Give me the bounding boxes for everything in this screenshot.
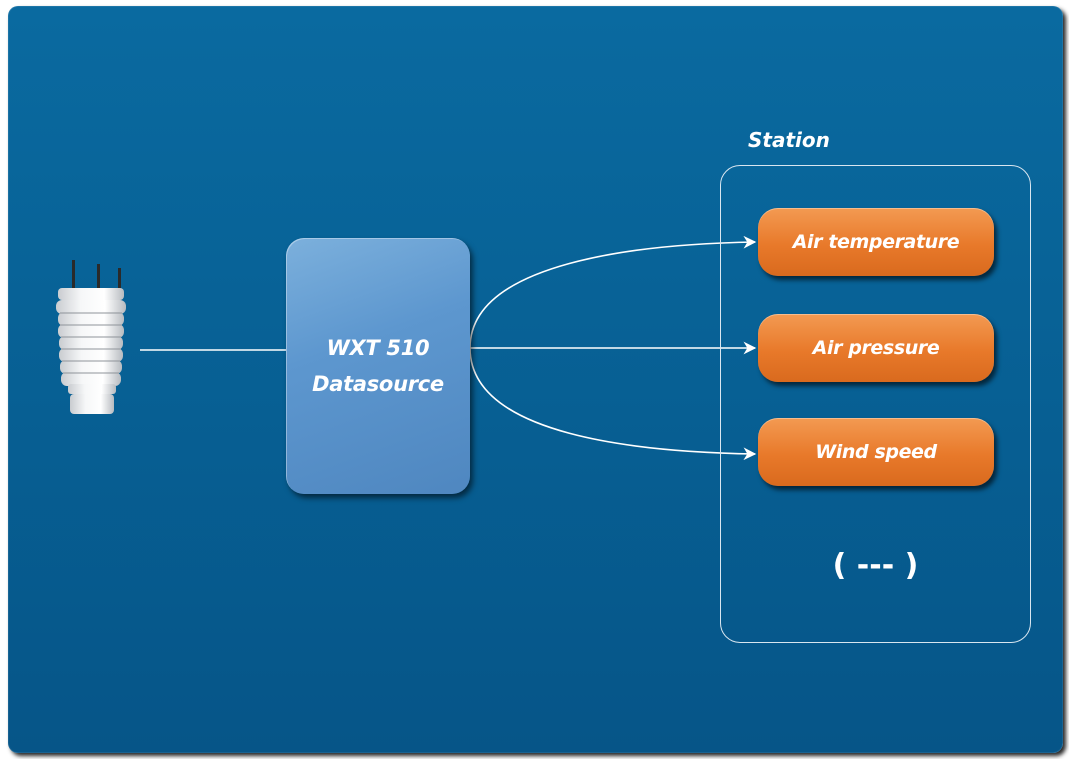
weather-sensor-icon: [52, 260, 132, 420]
datasource-box: WXT 510 Datasource: [286, 238, 470, 494]
field-wind-speed: Wind speed: [758, 418, 994, 486]
field-air-pressure: Air pressure: [758, 314, 994, 382]
more-fields-indicator: ( --- ): [832, 548, 919, 583]
datasource-subtitle: Datasource: [312, 372, 444, 396]
station-title: Station: [748, 128, 830, 152]
datasource-title: WXT 510: [326, 336, 430, 360]
field-air-temperature: Air temperature: [758, 208, 994, 276]
station-container: [720, 165, 1031, 643]
